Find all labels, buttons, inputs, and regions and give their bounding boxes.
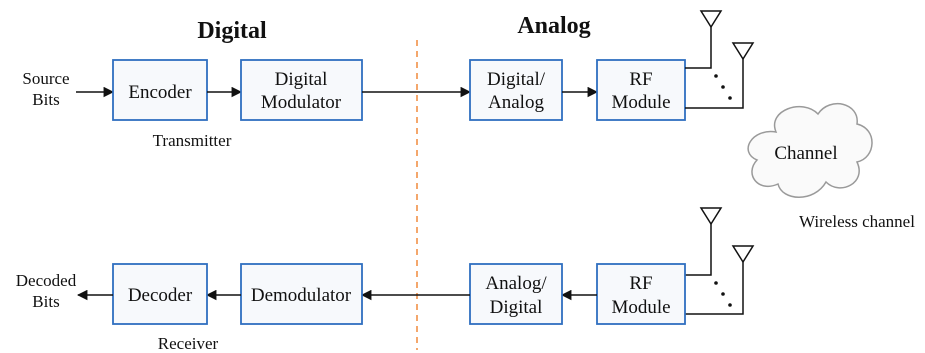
digital-modulator-label-line1: Digital (275, 69, 328, 90)
source-bits-label-line2: Bits (32, 90, 59, 109)
ellipsis-dot (728, 303, 732, 307)
antenna-icon (699, 207, 723, 226)
tx-rf-module-label-line2: Module (611, 92, 670, 113)
dac-label-line2: Analog (488, 92, 544, 113)
digital-modulator-block (240, 59, 363, 121)
receiver-label: Receiver (158, 334, 219, 353)
dac-label-line1: Digital/ (487, 69, 546, 90)
wireless-channel-caption: Wireless channel (799, 212, 915, 231)
source-bits-label-line1: Source (22, 69, 69, 88)
transmitter-label: Transmitter (153, 131, 232, 150)
adc-block (469, 263, 563, 325)
decoded-bits-label-line2: Bits (32, 292, 59, 311)
demodulator-label: Demodulator (251, 285, 352, 306)
tx-antenna-feed-1 (685, 27, 712, 69)
rx-rf-module-label-line2: Module (611, 297, 670, 318)
decoded-bits-label-line1: Decoded (16, 271, 77, 290)
cloud-icon (747, 103, 873, 198)
tx-rf-module-block (596, 59, 686, 121)
dac-block (469, 59, 563, 121)
demodulator-block (240, 263, 363, 325)
encoder-label: Encoder (128, 82, 192, 103)
ellipsis-dot (714, 281, 718, 285)
ellipsis-dot (721, 292, 725, 296)
tx-antenna-feed-2 (685, 59, 744, 109)
ellipsis-dot (721, 85, 725, 89)
tx-antenna-array (685, 10, 755, 109)
antenna-icon (731, 42, 755, 61)
encoder-block (112, 59, 208, 121)
adc-label-line2: Digital (490, 297, 543, 318)
rx-antenna-feed-1 (685, 224, 712, 276)
adc-label-line1: Analog/ (485, 273, 547, 294)
ellipsis-dot (714, 74, 718, 78)
rx-rf-module-label-line1: RF (629, 273, 652, 294)
antenna-icon (731, 245, 755, 264)
tx-rf-module-label-line1: RF (629, 69, 652, 90)
rx-rf-module-block (596, 263, 686, 325)
decoder-block (112, 263, 208, 325)
channel-label: Channel (774, 143, 837, 164)
digital-modulator-label-line2: Modulator (261, 92, 342, 113)
ellipsis-dot (728, 96, 732, 100)
decoder-label: Decoder (128, 285, 193, 306)
antenna-icon (699, 10, 723, 29)
digital-section-title: Digital (197, 18, 267, 44)
analog-section-title: Analog (517, 13, 590, 39)
rx-antenna-feed-2 (685, 262, 744, 315)
rx-antenna-array (685, 207, 755, 315)
